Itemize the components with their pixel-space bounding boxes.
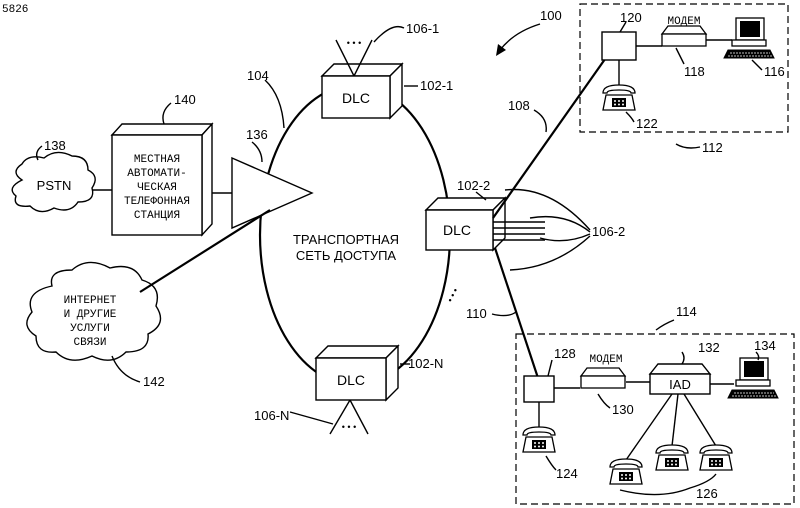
drop-ellipsis-1: • • • [347, 38, 361, 48]
network-ref: 104 [247, 68, 269, 83]
drop-fan-106-N: • • • [330, 400, 368, 434]
iad-132-ref-leader [682, 352, 684, 364]
drop-ref-1: 106-1 [406, 21, 439, 36]
dlc-label-1: DLC [342, 90, 370, 106]
dlc-ref-N: 102-N [408, 356, 443, 371]
iad-to-phone-b [672, 394, 678, 446]
dlc-label-N: DLC [337, 372, 365, 388]
iad-132-label: IAD [669, 377, 691, 392]
local-exchange-box: МЕСТНАЯ АВТОМАТИ- ЧЕСКАЯ ТЕЛЕФОННАЯ СТАН… [112, 124, 212, 235]
modem-130-label: МОДЕМ [589, 354, 622, 366]
nid-128-ref: 128 [554, 346, 576, 361]
iad-phone-b-icon [656, 445, 688, 470]
nid-120 [602, 32, 636, 60]
modem-130-ref-leader [598, 394, 610, 408]
link-108-ref-leader [534, 110, 546, 132]
phone-122-ref-leader [626, 112, 634, 122]
computer-116-ref-leader [752, 60, 762, 70]
network-label: ТРАНСПОРТНАЯ СЕТЬ ДОСТУПА [293, 232, 399, 263]
premises-114-ref: 114 [676, 304, 697, 319]
drop-lines-106-2 [493, 190, 590, 271]
iad-phone-a-icon [610, 459, 642, 484]
phones-126-ref: 126 [696, 486, 718, 501]
link-110-ref: 110 [466, 306, 487, 321]
phone-122-ref: 122 [636, 116, 658, 131]
exchange-line-5: СТАНЦИЯ [134, 210, 180, 222]
exchange-line-3: ЧЕСКАЯ [137, 182, 177, 194]
switch-triangle [232, 158, 312, 228]
modem-118-label: МОДЕМ [667, 16, 700, 28]
drop-ref-2: 106-2 [592, 224, 625, 239]
iad-phone-c-icon [700, 445, 732, 470]
pstn-label: PSTN [37, 178, 72, 193]
switch-ref: 136 [246, 127, 268, 142]
nid-128 [524, 376, 554, 402]
computer-116-ref: 116 [764, 64, 785, 79]
nid-128-ref-leader [548, 360, 552, 376]
iad-132-ref: 132 [698, 340, 720, 355]
modem-118-ref-leader [676, 48, 684, 64]
computer-116-icon [724, 18, 774, 58]
phone-124-ref-leader [546, 456, 556, 470]
modem-130-ref: 130 [612, 402, 634, 417]
exchange-ref: 140 [174, 92, 196, 107]
ring-ellipsis: • • • [445, 286, 461, 303]
drop-ref-N: 106-N [254, 408, 289, 423]
modem-130-icon [581, 368, 625, 388]
figure-ref-arrow [500, 24, 540, 50]
premises-112-ref: 112 [702, 140, 723, 155]
iad-to-phone-c [684, 394, 716, 446]
figure-ref: 100 [540, 8, 562, 23]
dlc-label-2: DLC [443, 222, 471, 238]
dlc-node-102-1: DLC [322, 64, 402, 118]
dlc-ref-1: 102-1 [420, 78, 453, 93]
premises-114-ref-leader [656, 320, 674, 330]
network-label-line2: СЕТЬ ДОСТУПА [296, 248, 397, 263]
premises-112-ref-leader [676, 144, 700, 148]
internet-ref: 142 [143, 374, 165, 389]
modem-118-icon [662, 26, 706, 46]
phone-124-icon [523, 427, 555, 452]
iad-132-box: IAD [650, 364, 710, 394]
watermark-text: 5826 [2, 4, 28, 16]
link-110-ref-leader [492, 312, 516, 316]
drop-ellipsis-N: • • • [342, 422, 356, 432]
computer-134-ref: 134 [754, 338, 776, 353]
nid-120-ref: 120 [620, 10, 642, 25]
internet-ref-leader [112, 356, 140, 382]
internet-line-2: И ДРУГИЕ [64, 309, 117, 321]
dlc-ref-2: 102-2 [457, 178, 490, 193]
switch-ref-leader [252, 142, 262, 162]
exchange-ref-leader [163, 103, 171, 124]
exchange-line-4: ТЕЛЕФОННАЯ [124, 196, 190, 208]
exchange-line-2: АВТОМАТИ- [127, 168, 186, 180]
dlc-node-102-2: DLC [426, 198, 505, 250]
network-ref-leader [265, 80, 284, 128]
network-label-line1: ТРАНСПОРТНАЯ [293, 232, 399, 247]
drop-ref-leader-1 [374, 27, 404, 42]
exchange-line-1: МЕСТНАЯ [134, 154, 180, 166]
pstn-ref: 138 [44, 138, 66, 153]
internet-line-1: ИНТЕРНЕТ [64, 295, 117, 307]
dlc-node-102-N: DLC [316, 346, 398, 400]
internet-line-4: СВЯЗИ [73, 337, 106, 349]
phone-122-icon [603, 85, 635, 110]
drop-ref-leader-N [290, 412, 333, 424]
internet-line-3: УСЛУГИ [70, 323, 110, 335]
phone-124-ref: 124 [556, 466, 578, 481]
link-108 [493, 52, 610, 218]
link-108-ref: 108 [508, 98, 530, 113]
computer-134-icon [728, 358, 778, 398]
modem-118-ref: 118 [684, 64, 705, 79]
